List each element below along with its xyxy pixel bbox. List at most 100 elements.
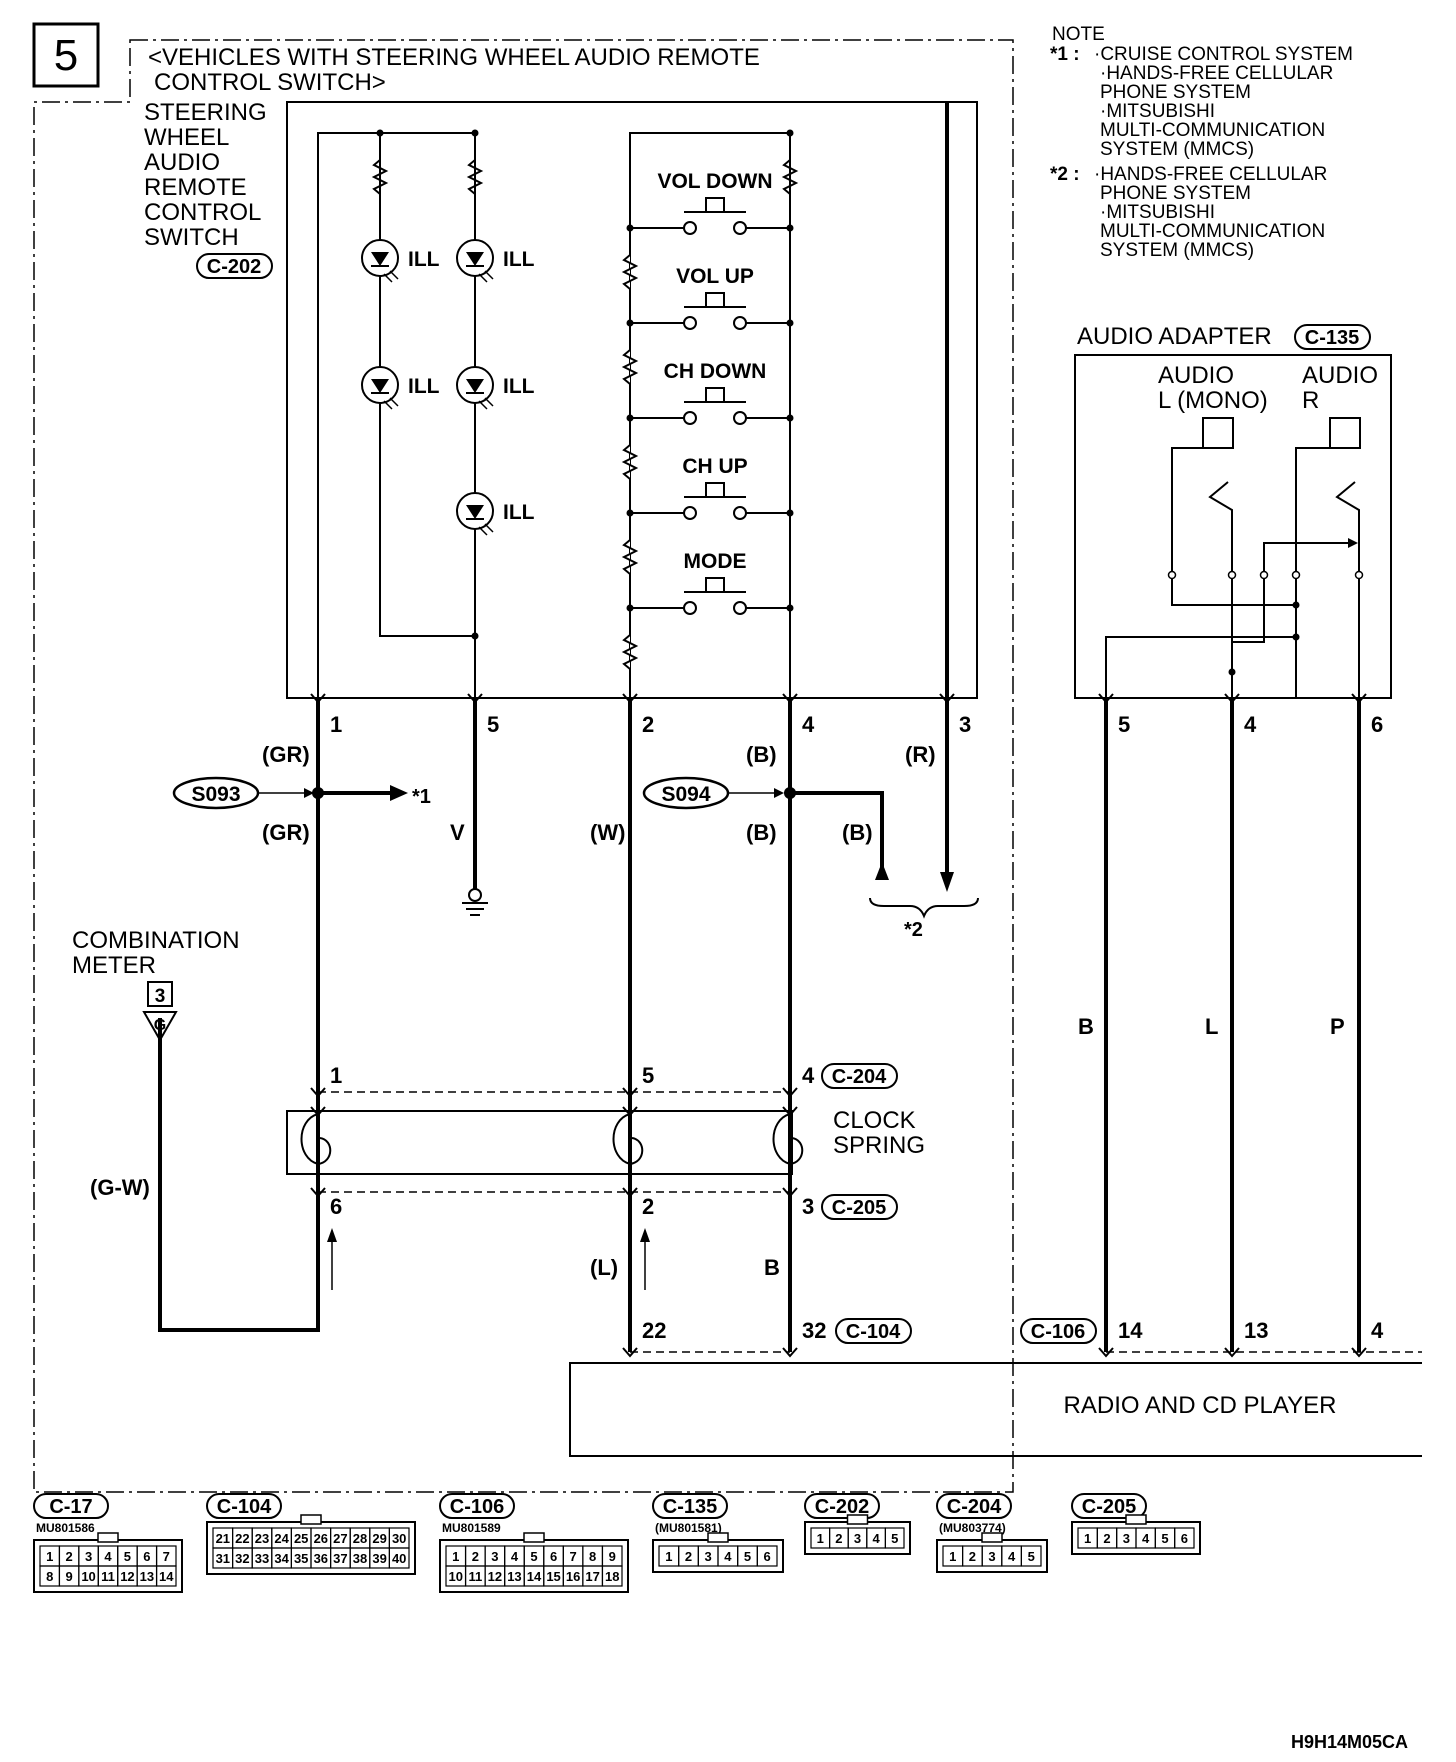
connector-view-label: C-17 — [49, 1496, 92, 1518]
note-1-line: ·CRUISE CONTROL SYSTEM — [1094, 44, 1353, 65]
connector-pin-number: 22 — [235, 1531, 249, 1546]
radio-pin: 4 — [1371, 1318, 1384, 1343]
remote-switch-label: VOL UP — [676, 265, 754, 288]
audio-adapter-pin: 5 — [1118, 712, 1130, 737]
connector-pin-number: 9 — [66, 1569, 73, 1584]
combination-meter-terminal: G — [154, 1017, 166, 1034]
connector-pin-number: 6 — [550, 1549, 557, 1564]
connector-pin-number: 4 — [1142, 1531, 1150, 1546]
note-1-line: SYSTEM (MMCS) — [1100, 139, 1254, 160]
switch-pin: 4 — [802, 712, 815, 737]
remote-switch-label: MODE — [684, 550, 747, 573]
connector-view-label: C-205 — [1082, 1496, 1136, 1518]
connector-part-number: MU801589 — [442, 1521, 501, 1535]
connector-pin-number: 28 — [353, 1531, 367, 1546]
terminal-mark — [1224, 1347, 1240, 1358]
connector-pin-number: 7 — [569, 1549, 576, 1564]
connector-pin-number: 3 — [85, 1549, 92, 1564]
wire-color-v: V — [450, 820, 465, 845]
connector-pin-number: 3 — [705, 1549, 712, 1564]
connector-pin-number: 36 — [314, 1551, 328, 1566]
connector-pin-number: 2 — [472, 1549, 479, 1564]
clock-spring-pin: 3 — [802, 1194, 814, 1219]
connector-pin-number: 6 — [143, 1549, 150, 1564]
switch-name-line: CONTROL — [144, 199, 261, 226]
terminal-mark — [782, 1087, 798, 1098]
connector-c104-label: C-104 — [846, 1321, 901, 1343]
connector-pin-number: 7 — [163, 1549, 170, 1564]
connector-pin-number: 5 — [124, 1549, 131, 1564]
note-1-line: PHONE SYSTEM — [1100, 82, 1251, 103]
clock-spring-coil — [612, 1113, 644, 1166]
clock-spring-name: CLOCK — [833, 1107, 916, 1134]
ref-star2: *2 — [904, 919, 923, 941]
connector-pin-number: 12 — [488, 1569, 502, 1584]
remote-switch-vol-up: VOL UP — [626, 265, 794, 330]
terminal-mark — [467, 693, 483, 704]
connector-pin-number: 1 — [46, 1549, 53, 1564]
wire-color-l: (L) — [590, 1255, 618, 1280]
remote-switch-vol-down: VOL DOWN — [626, 170, 794, 235]
terminal-mark — [1098, 1347, 1114, 1358]
clock-spring-pin: 6 — [330, 1194, 342, 1219]
audio-adapter-pin: 6 — [1371, 712, 1383, 737]
connector-c106-label: C-106 — [1031, 1321, 1085, 1343]
connector-pin-number: 23 — [255, 1531, 269, 1546]
wire-color-audio-b: B — [1078, 1014, 1094, 1039]
splice-s093: S093 *1 — [172, 776, 431, 810]
page-number: 5 — [54, 31, 78, 80]
remote-switch-label: VOL DOWN — [657, 170, 772, 193]
connector-pin-number: 8 — [46, 1569, 53, 1584]
connector-view-label: C-106 — [450, 1496, 504, 1518]
ill-label: ILL — [408, 375, 440, 398]
note-2-line: SYSTEM (MMCS) — [1100, 240, 1254, 261]
note-2-line: ·MITSUBISHI — [1100, 202, 1215, 223]
note-2-line: PHONE SYSTEM — [1100, 183, 1251, 204]
wire-color-gw: (G-W) — [90, 1175, 150, 1200]
remote-switch-ch-down: CH DOWN — [626, 360, 794, 425]
current-arrow-head — [640, 1228, 650, 1242]
ill-label: ILL — [503, 375, 535, 398]
splice-s094-label: S094 — [661, 783, 710, 806]
connector-pin-number: 3 — [1123, 1531, 1130, 1546]
wire-color-audio-l: L — [1205, 1014, 1218, 1039]
current-arrow-head — [327, 1228, 337, 1242]
terminal-mark — [782, 1187, 798, 1198]
clock-spring-pin: 2 — [642, 1194, 654, 1219]
switch-name-line: SWITCH — [144, 224, 239, 251]
ladder-resistor — [621, 539, 639, 575]
terminal-mark — [310, 1087, 326, 1098]
connector-view-label: C-202 — [815, 1496, 869, 1518]
connector-tag-c202 — [196, 253, 273, 279]
switch-name-line: WHEEL — [144, 124, 229, 151]
radio-pin: 32 — [802, 1318, 826, 1343]
connector-pin-number: 25 — [294, 1531, 308, 1546]
note-2-mark: *2 : — [1050, 164, 1080, 185]
connector-pin-number: 2 — [835, 1531, 842, 1546]
wire-color-b: (B) — [842, 820, 873, 845]
connector-pin-number: 27 — [333, 1531, 347, 1546]
remote-switch-label: CH UP — [682, 455, 747, 478]
connector-c204-label: C-204 — [832, 1066, 887, 1088]
connector-part-number: (MU803774) — [939, 1521, 1006, 1535]
audio-adapter-pin: 4 — [1244, 712, 1257, 737]
terminal-mark — [622, 693, 638, 704]
wire-color-audio-p: P — [1330, 1014, 1345, 1039]
connector-pin-number: 39 — [372, 1551, 386, 1566]
switch-name-line: REMOTE — [144, 174, 247, 201]
connector-pin-number: 11 — [468, 1569, 482, 1584]
ill-led: ILL — [456, 239, 535, 283]
ill-led: ILL — [361, 366, 440, 410]
switch-pin: 2 — [642, 712, 654, 737]
connector-pin-number: 6 — [764, 1549, 771, 1564]
switch-name-line: STEERING — [144, 99, 267, 126]
note-2-line: MULTI-COMMUNICATION — [1100, 221, 1325, 242]
connector-pin-number: 5 — [530, 1549, 537, 1564]
clock-spring-name: SPRING — [833, 1132, 925, 1159]
note-1-line: ·MITSUBISHI — [1100, 101, 1215, 122]
switch-pin: 3 — [959, 712, 971, 737]
wire-color-gr: (GR) — [262, 820, 310, 845]
